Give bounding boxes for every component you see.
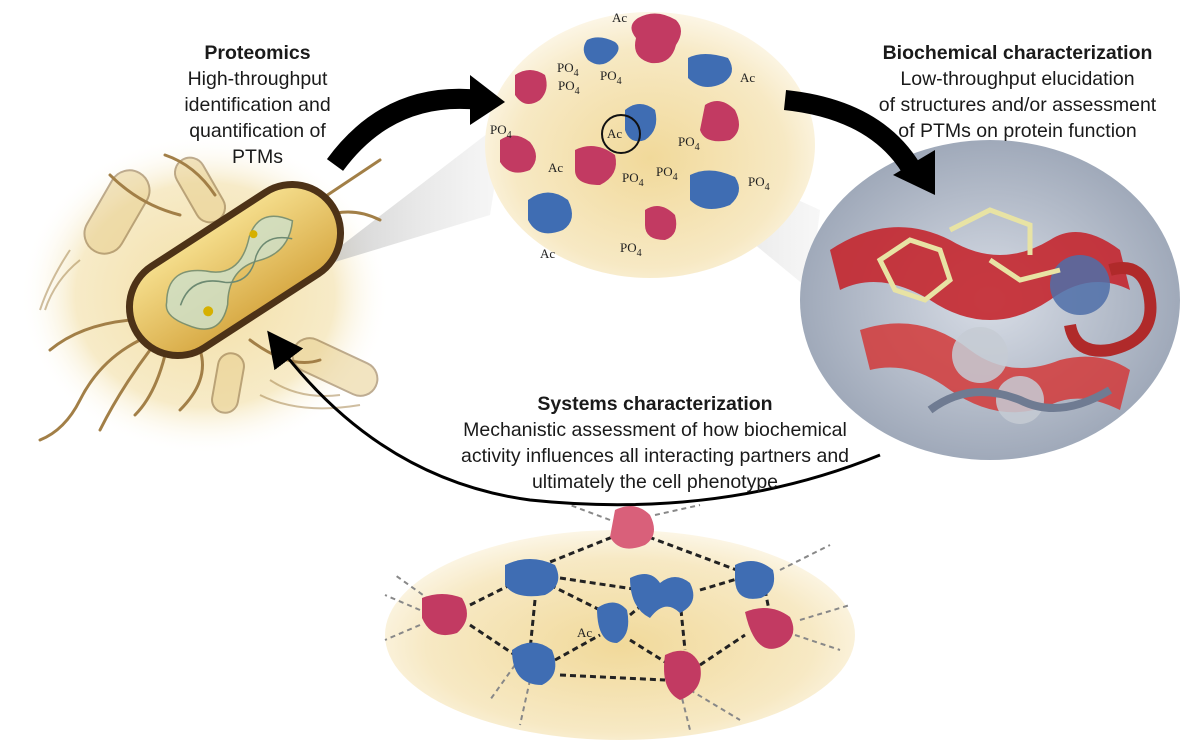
ptm-label-po4: PO4 bbox=[656, 164, 678, 183]
ptm-label-po4: PO4 bbox=[490, 122, 512, 141]
caption-biochemical-line: of structures and/or assessment bbox=[878, 94, 1157, 116]
caption-systems-line: ultimately the cell phenotype bbox=[531, 471, 779, 493]
caption-biochemical: Biochemical characterization Low-through… bbox=[860, 40, 1175, 144]
ptm-label-subscript: 4 bbox=[637, 248, 642, 259]
protein-structure bbox=[800, 140, 1180, 460]
ptm-label-ac: Ac bbox=[607, 126, 622, 141]
arrow-head-to-proteomics bbox=[470, 75, 505, 125]
ptm-label-ac: Ac bbox=[612, 10, 627, 25]
ptm-labels-proteomics: Ac PO4 PO4 PO4 Ac PO4 Ac PO4 Ac PO4 PO4 … bbox=[490, 10, 770, 261]
ptm-label-subscript: 4 bbox=[639, 178, 644, 189]
ptm-label-subscript: 4 bbox=[765, 182, 770, 193]
ptm-label-subscript: 4 bbox=[507, 130, 512, 141]
caption-systems-line: activity influences all interacting part… bbox=[460, 445, 850, 467]
ptm-label-po4: PO4 bbox=[622, 170, 644, 189]
arrow-to-cell bbox=[267, 330, 881, 507]
caption-systems: Systems characterization Mechanistic ass… bbox=[455, 391, 855, 495]
caption-proteomics-title: Proteomics bbox=[204, 42, 311, 64]
ptm-label-subscript: 4 bbox=[673, 172, 678, 183]
zoom-cone-proteomics bbox=[320, 120, 505, 265]
caption-systems-line: Mechanistic assessment of how biochemica… bbox=[463, 419, 847, 441]
ptm-label-ac: Ac bbox=[740, 70, 755, 85]
ptm-label-po4: PO4 bbox=[558, 78, 580, 97]
network-outer-edges bbox=[384, 504, 851, 731]
caption-proteomics: Proteomics High-throughput identificatio… bbox=[165, 40, 350, 170]
ptm-label-subscript: 4 bbox=[617, 76, 622, 87]
ptm-label-po4: PO4 bbox=[557, 60, 579, 79]
network-edges bbox=[469, 528, 772, 682]
caption-proteomics-line: identification and bbox=[184, 94, 331, 116]
ptm-label-po4: PO4 bbox=[748, 174, 770, 193]
caption-systems-title: Systems characterization bbox=[537, 393, 773, 415]
caption-biochemical-line: Low-throughput elucidation bbox=[900, 68, 1135, 90]
bacterium-cell bbox=[125, 180, 345, 360]
protein-mixture bbox=[500, 13, 739, 240]
arrow-to-proteomics bbox=[326, 88, 482, 172]
ptm-label-subscript: 4 bbox=[695, 142, 700, 153]
ptm-label-subscript: 4 bbox=[574, 68, 579, 79]
ptm-label-ac: Ac bbox=[548, 160, 563, 175]
network-ptm-label-ac: Ac bbox=[577, 625, 592, 640]
caption-proteomics-line: High-throughput bbox=[187, 68, 328, 90]
ptm-label-po4: PO4 bbox=[600, 68, 622, 87]
arrow-to-biochemical bbox=[783, 90, 924, 180]
caption-proteomics-line: quantification of PTMs bbox=[189, 120, 326, 168]
caption-biochemical-title: Biochemical characterization bbox=[882, 42, 1153, 64]
ptm-label-subscript: 4 bbox=[575, 86, 580, 97]
ptm-label-po4: PO4 bbox=[678, 134, 700, 153]
network-nodes: Ac bbox=[422, 506, 794, 700]
caption-biochemical-line: of PTMs on protein function bbox=[898, 120, 1137, 142]
arrow-head-to-biochemical bbox=[893, 150, 935, 195]
ptm-label-ac: Ac bbox=[540, 246, 555, 261]
ptm-label-po4: PO4 bbox=[620, 240, 642, 259]
